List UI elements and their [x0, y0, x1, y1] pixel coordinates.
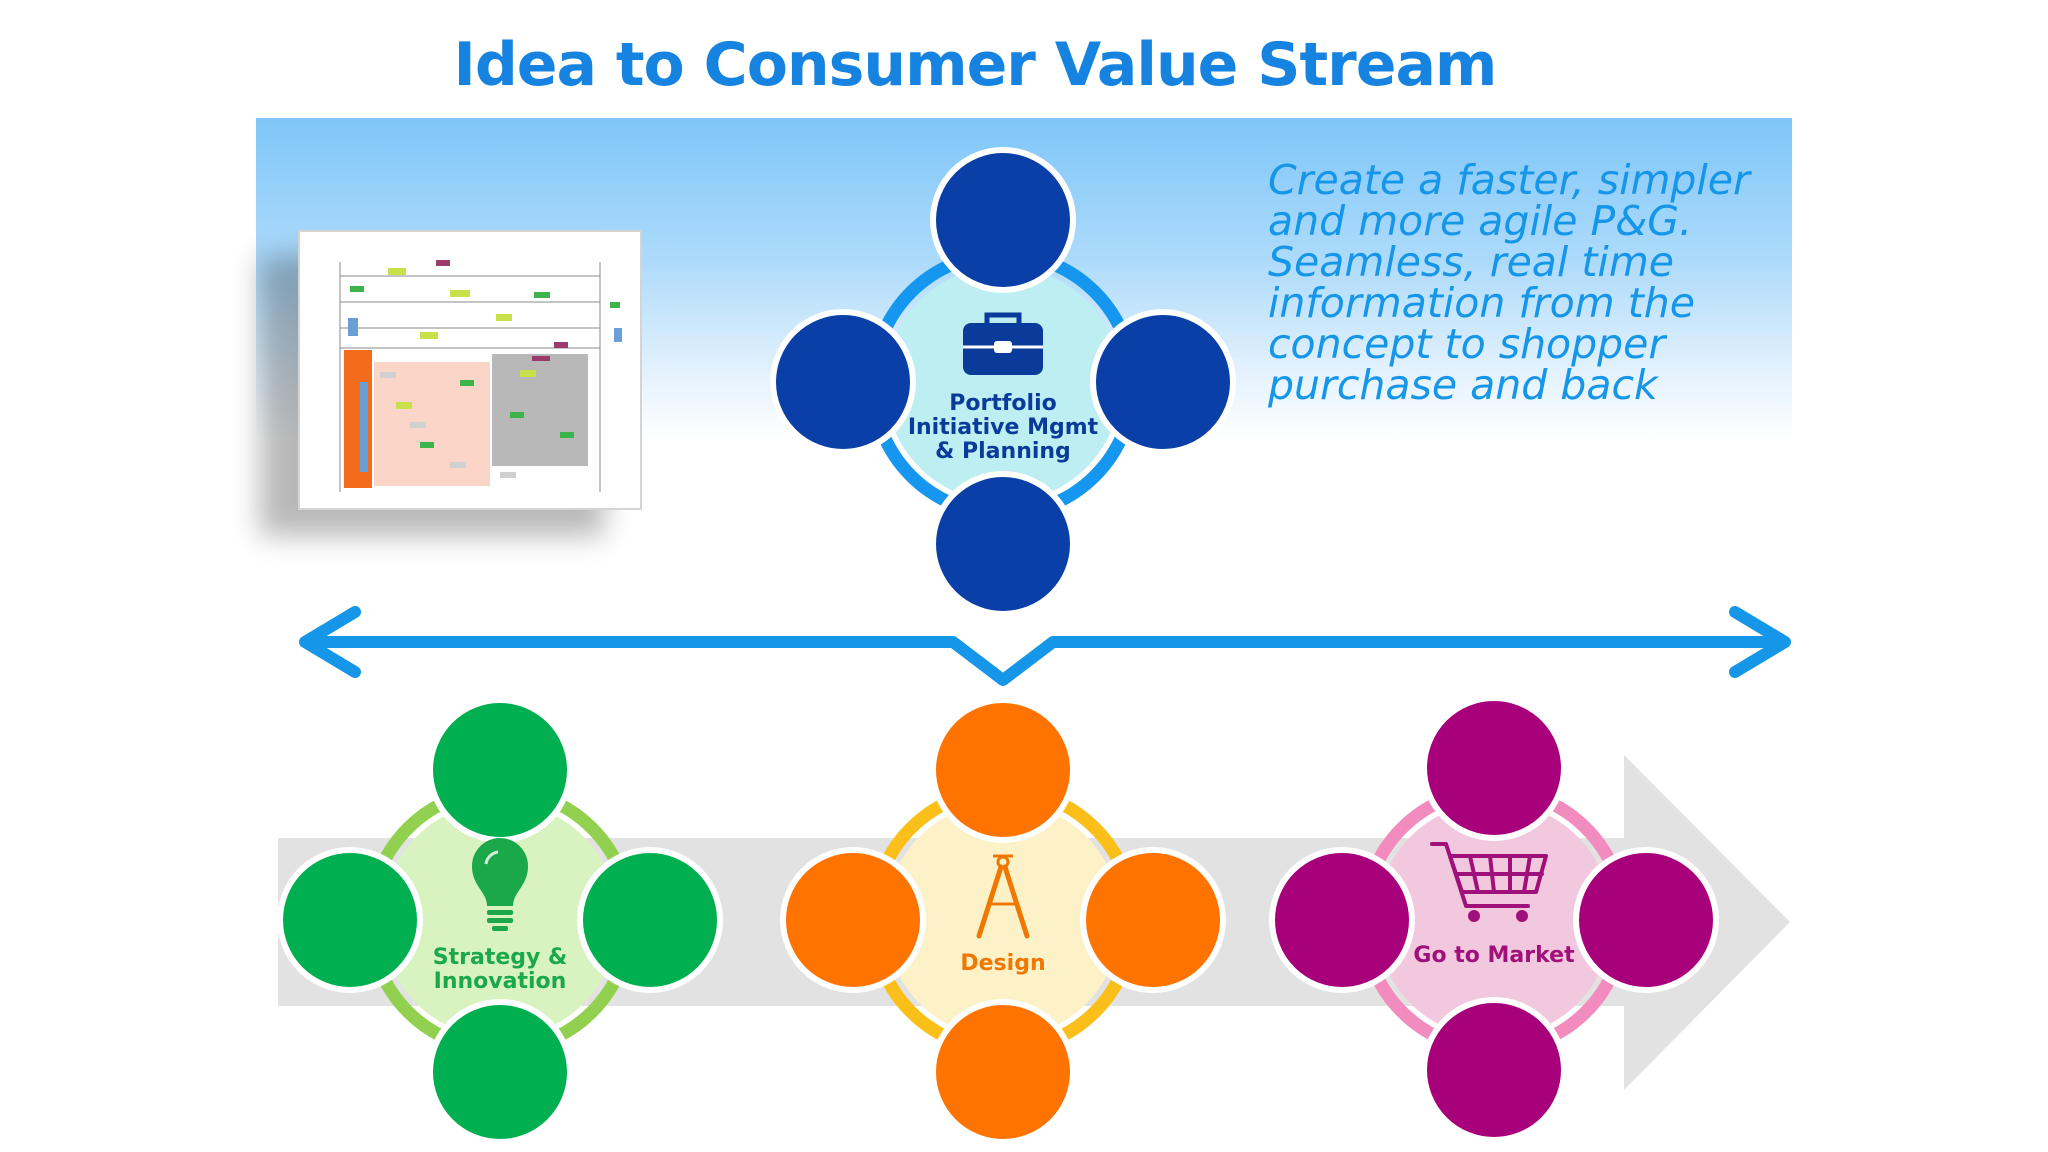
market-node-bottom [1421, 997, 1567, 1143]
market-node-right [1573, 847, 1719, 993]
portfolio-cluster [770, 147, 1236, 617]
strategy-label: Strategy & Innovation [432, 945, 568, 995]
market-node-top [1421, 695, 1567, 841]
strategy-node-bottom [427, 999, 573, 1145]
design-node-left [780, 847, 926, 993]
connector-double-arrow [299, 606, 1791, 686]
portfolio-node-right [1090, 309, 1236, 455]
design-node-top [930, 697, 1076, 843]
tagline-text: Create a faster, simpler and more agile … [1268, 156, 1750, 409]
strategy-node-right [577, 847, 723, 993]
portfolio-node-bottom [930, 471, 1076, 617]
design-hub [885, 802, 1121, 1038]
design-cluster [780, 697, 1226, 1145]
process-map-thumbnail [298, 230, 642, 510]
market-cluster [1269, 695, 1719, 1143]
strategy-cluster [277, 697, 723, 1145]
shopping-cart-icon [1430, 842, 1548, 922]
market-node-left [1269, 847, 1415, 993]
right-arrowhead [1729, 606, 1791, 678]
strategy-node-left [277, 847, 423, 993]
compass-icon [976, 854, 1030, 939]
portfolio-hub [885, 266, 1121, 502]
design-node-bottom [930, 999, 1076, 1145]
briefcase-icon [963, 312, 1043, 375]
design-node-right [1080, 847, 1226, 993]
strategy-node-top [427, 697, 573, 843]
portfolio-node-left [770, 309, 916, 455]
portfolio-label: Portfolio Initiative Mgmt & Planning [907, 391, 1099, 465]
page-title: Idea to Consumer Value Stream [453, 30, 1498, 100]
left-arrowhead [299, 606, 361, 678]
market-label: Go to Market [1413, 943, 1575, 968]
connector-line [304, 636, 1786, 686]
lightbulb-icon [472, 838, 528, 931]
design-label: Design [960, 951, 1046, 976]
portfolio-node-top [930, 147, 1076, 293]
market-hub [1376, 802, 1612, 1038]
